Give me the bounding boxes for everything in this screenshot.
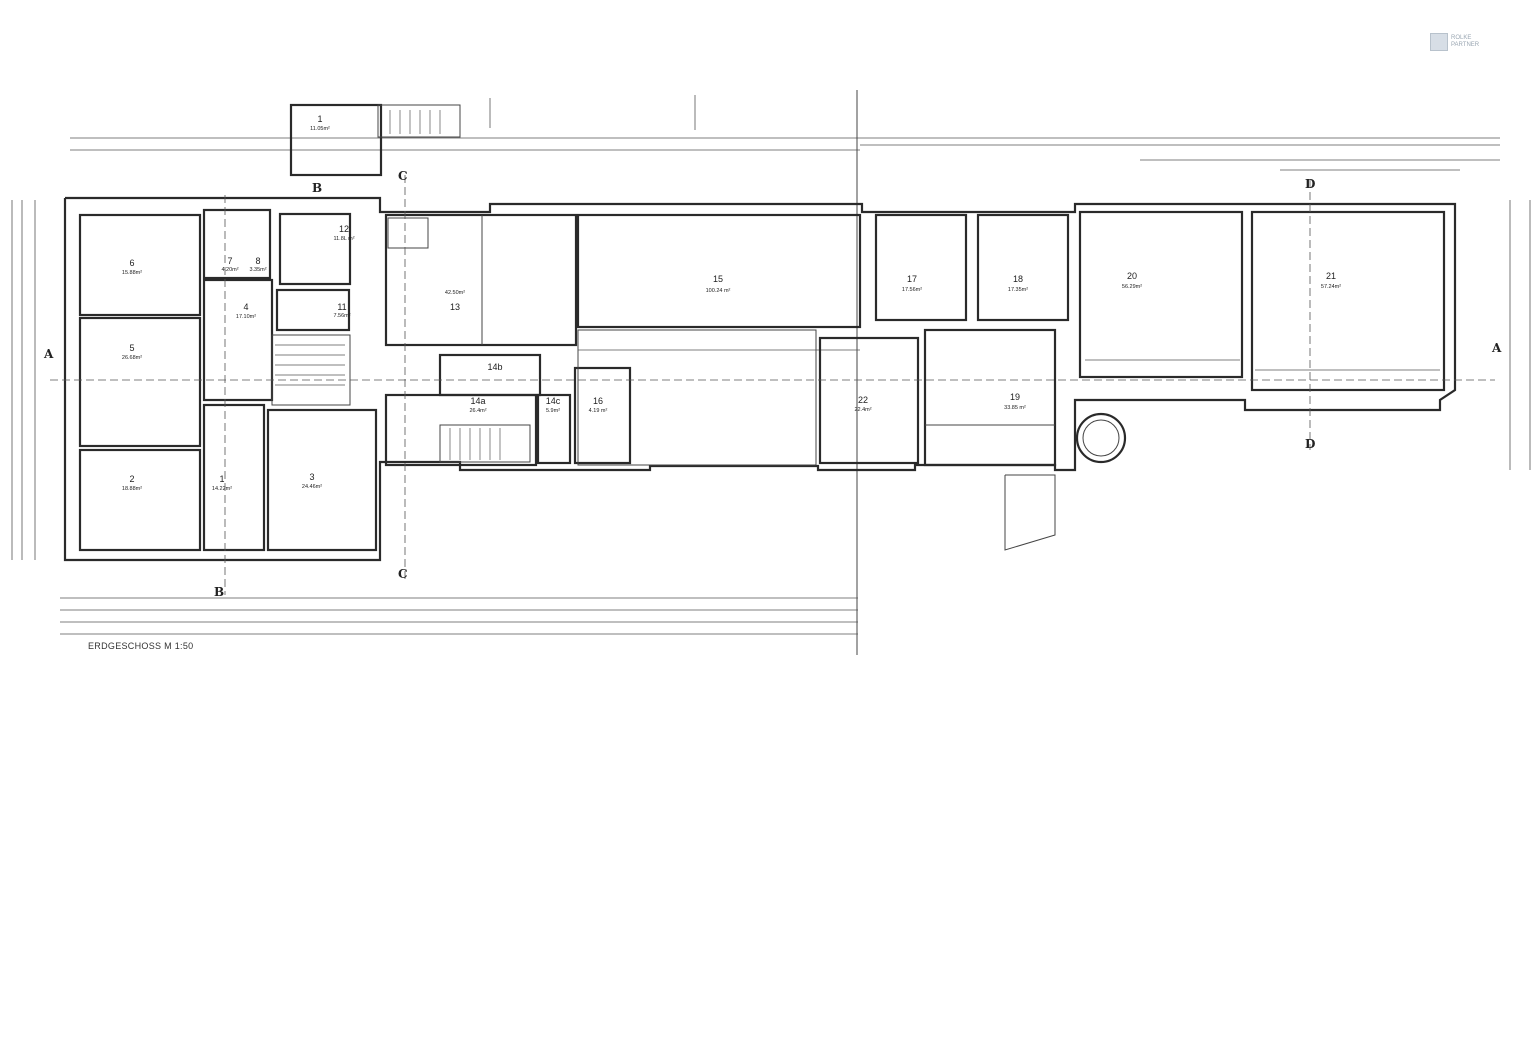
room-number: 12 <box>339 224 349 234</box>
section-marker-d-bottom: D <box>1305 437 1315 451</box>
room-number: 4 <box>243 302 248 312</box>
room-number: 21 <box>1326 271 1336 281</box>
section-marker-d-top: D <box>1305 177 1315 191</box>
room-number: 14a <box>470 396 485 406</box>
room-area: 4.20m² <box>221 267 238 273</box>
room-number: 17 <box>907 274 917 284</box>
logo-text: ROLKE PARTNER <box>1451 35 1479 49</box>
room-area: 57.24m² <box>1321 284 1341 290</box>
room-number: 11 <box>337 302 346 312</box>
right-wing-rooms <box>818 210 1446 551</box>
room-number: 8 <box>255 256 260 266</box>
room-area: 11.05m² <box>310 126 330 132</box>
section-marker-c-top: C <box>398 169 408 183</box>
room-area: 18.88m² <box>122 486 142 492</box>
logo-line-2: PARTNER <box>1451 42 1480 48</box>
room-number: 15 <box>713 274 723 284</box>
room-area: 26.4m² <box>469 408 486 414</box>
room-area: 17.35m² <box>1008 287 1028 293</box>
room-number: 14c <box>546 396 561 406</box>
room-area: 17.10m² <box>236 314 256 320</box>
room-area: 24.46m² <box>302 484 322 490</box>
bottom-dimension-lines <box>60 597 858 635</box>
side-dimension-lines <box>11 200 1531 560</box>
room-area: 26.68m² <box>122 355 142 361</box>
room-number: 13 <box>450 302 460 312</box>
section-marker-a-right: A <box>1491 341 1502 355</box>
room-number: 14b <box>487 362 502 372</box>
section-marker-c-bottom: C <box>398 567 408 581</box>
room-area: 15.88m² <box>122 270 142 276</box>
room-number: 7 <box>227 256 232 266</box>
room-area: 7.56m² <box>333 313 350 319</box>
room-number: 1 <box>317 114 322 124</box>
room-area: 11.8L m² <box>333 236 354 242</box>
room-area: 33.85 m² <box>1004 405 1026 411</box>
room-area: 3.35m² <box>249 267 266 273</box>
left-wing-rooms <box>78 208 378 552</box>
room-number: 1 <box>219 474 224 484</box>
section-marker-a-left: A <box>43 347 54 361</box>
room-area: 100.24 m² <box>706 288 731 294</box>
logo-line-1: ROLKE <box>1451 35 1472 41</box>
room-number: 6 <box>129 258 134 268</box>
room-area: 56.29m² <box>1122 284 1142 290</box>
section-lines <box>50 175 1495 595</box>
top-annex <box>289 103 461 177</box>
room-area: 17.56m² <box>902 287 922 293</box>
building-outline <box>63 196 1457 562</box>
room-number: 2 <box>129 474 134 484</box>
logo-mark-icon <box>1430 33 1448 51</box>
room-area: 42.50m² <box>445 290 465 296</box>
room-area: 22.4m² <box>854 407 871 413</box>
room-area: 5.9m² <box>546 408 560 414</box>
section-marker-b-bottom: B <box>214 585 224 599</box>
room-number: 20 <box>1127 271 1137 281</box>
section-marker-b-top: B <box>312 181 322 195</box>
room-number: 18 <box>1013 274 1023 284</box>
room-area: 14.22m² <box>212 486 232 492</box>
company-logo: ROLKE PARTNER <box>1430 33 1479 51</box>
room-area: 4.19 m² <box>589 408 608 414</box>
top-dimension-lines <box>70 95 1500 171</box>
room-number: 5 <box>129 343 134 353</box>
middle-rooms <box>384 213 862 467</box>
room-number: 19 <box>1010 392 1020 402</box>
room-number: 16 <box>593 396 603 406</box>
room-number: 3 <box>309 472 314 482</box>
plan-title: ERDGESCHOSS M 1:50 <box>88 641 193 651</box>
room-labels: 1 11.05m² 6 15.88m² 5 26.68m² 2 18.88m² … <box>122 114 1341 492</box>
room-number: 22 <box>858 395 868 405</box>
